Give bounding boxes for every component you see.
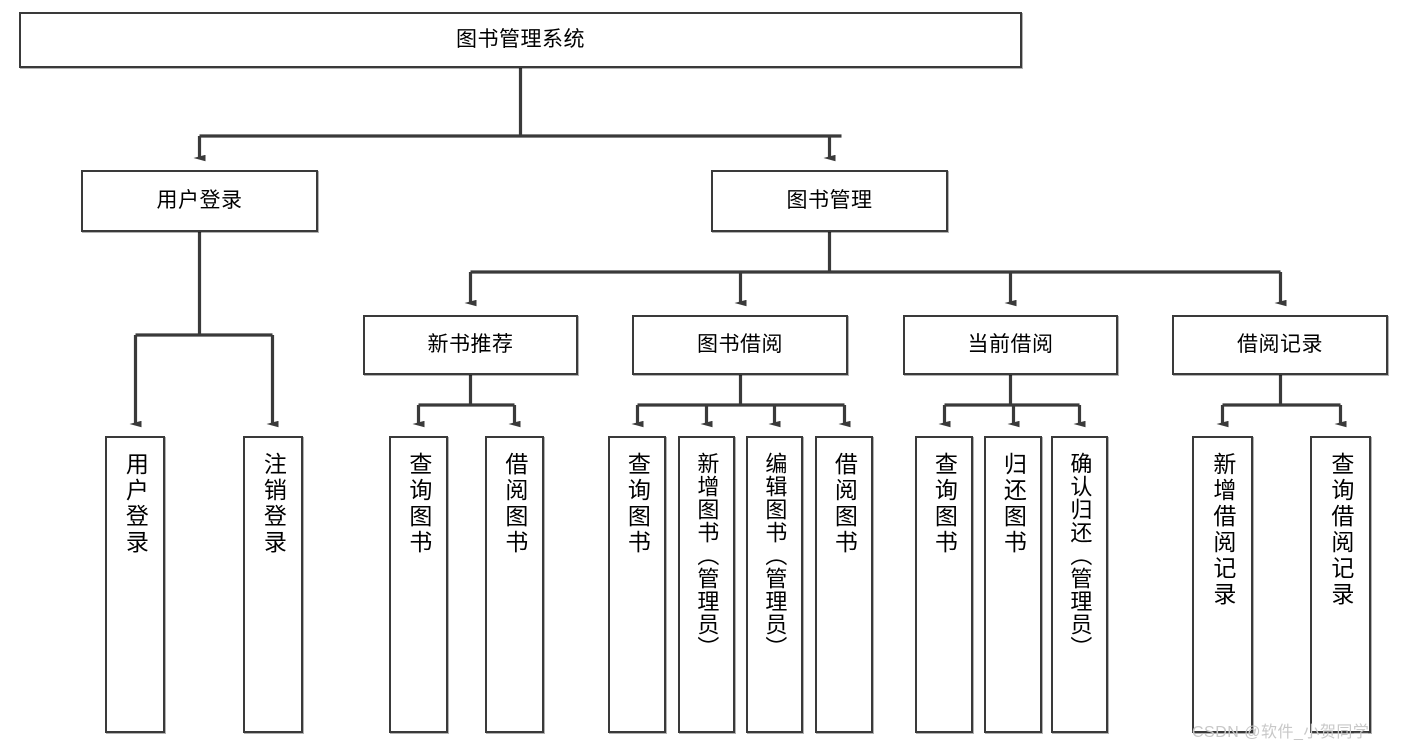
node-user-login[interactable]: 用户登录 [81, 170, 318, 232]
node-leaf-add-borrow-record-label: 新增借阅记录 [1209, 452, 1236, 608]
node-book-borrow-label: 图书借阅 [697, 333, 783, 357]
node-book-manage-label: 图书管理 [786, 189, 873, 213]
node-leaf-user-logout-label: 注销登录 [260, 452, 287, 556]
node-book-borrow[interactable]: 图书借阅 [632, 315, 848, 375]
node-leaf-add-borrow-record[interactable]: 新增借阅记录 [1192, 436, 1253, 733]
node-current-borrow[interactable]: 当前借阅 [903, 315, 1118, 375]
node-leaf-return-book-label: 归还图书 [1000, 452, 1027, 556]
node-leaf-query-borrow-record-label: 查询借阅记录 [1327, 452, 1354, 608]
node-leaf-edit-book-admin[interactable]: 编辑图书（管理员） [746, 436, 803, 733]
node-leaf-borrow-book-label: 借阅图书 [831, 452, 858, 556]
node-leaf-query-book-borrow[interactable]: 查询图书 [608, 436, 666, 733]
node-leaf-query-borrow-record[interactable]: 查询借阅记录 [1310, 436, 1371, 733]
node-borrow-record[interactable]: 借阅记录 [1172, 315, 1388, 375]
node-leaf-user-login-label: 用户登录 [122, 452, 149, 556]
node-new-book-recommend[interactable]: 新书推荐 [363, 315, 578, 375]
node-leaf-borrow-book[interactable]: 借阅图书 [815, 436, 873, 733]
node-leaf-query-book-recommend-label: 查询图书 [405, 452, 432, 556]
node-leaf-user-logout[interactable]: 注销登录 [243, 436, 303, 733]
node-leaf-confirm-return-admin-label: 确认归还（管理员） [1067, 452, 1093, 659]
node-root[interactable]: 图书管理系统 [19, 12, 1022, 68]
node-leaf-confirm-return-admin[interactable]: 确认归还（管理员） [1051, 436, 1108, 733]
node-leaf-query-book-recommend[interactable]: 查询图书 [389, 436, 448, 733]
node-leaf-query-book-borrow-label: 查询图书 [624, 452, 651, 556]
node-leaf-query-book-current[interactable]: 查询图书 [915, 436, 973, 733]
node-leaf-borrow-book-recommend-label: 借阅图书 [501, 452, 528, 556]
node-leaf-query-book-current-label: 查询图书 [931, 452, 958, 556]
node-root-label: 图书管理系统 [456, 28, 585, 52]
node-leaf-add-book-admin[interactable]: 新增图书（管理员） [678, 436, 735, 733]
node-new-book-recommend-label: 新书推荐 [427, 333, 514, 357]
node-leaf-return-book[interactable]: 归还图书 [984, 436, 1042, 733]
node-current-borrow-label: 当前借阅 [967, 333, 1054, 357]
node-leaf-edit-book-admin-label: 编辑图书（管理员） [762, 452, 788, 659]
node-leaf-user-login[interactable]: 用户登录 [105, 436, 165, 733]
watermark-text: CSDN @软件_小贺同学 [1192, 724, 1370, 741]
node-user-login-label: 用户登录 [156, 189, 243, 213]
node-book-manage[interactable]: 图书管理 [711, 170, 948, 232]
node-leaf-add-book-admin-label: 新增图书（管理员） [694, 452, 720, 659]
node-borrow-record-label: 借阅记录 [1237, 333, 1323, 357]
node-leaf-borrow-book-recommend[interactable]: 借阅图书 [485, 436, 544, 733]
